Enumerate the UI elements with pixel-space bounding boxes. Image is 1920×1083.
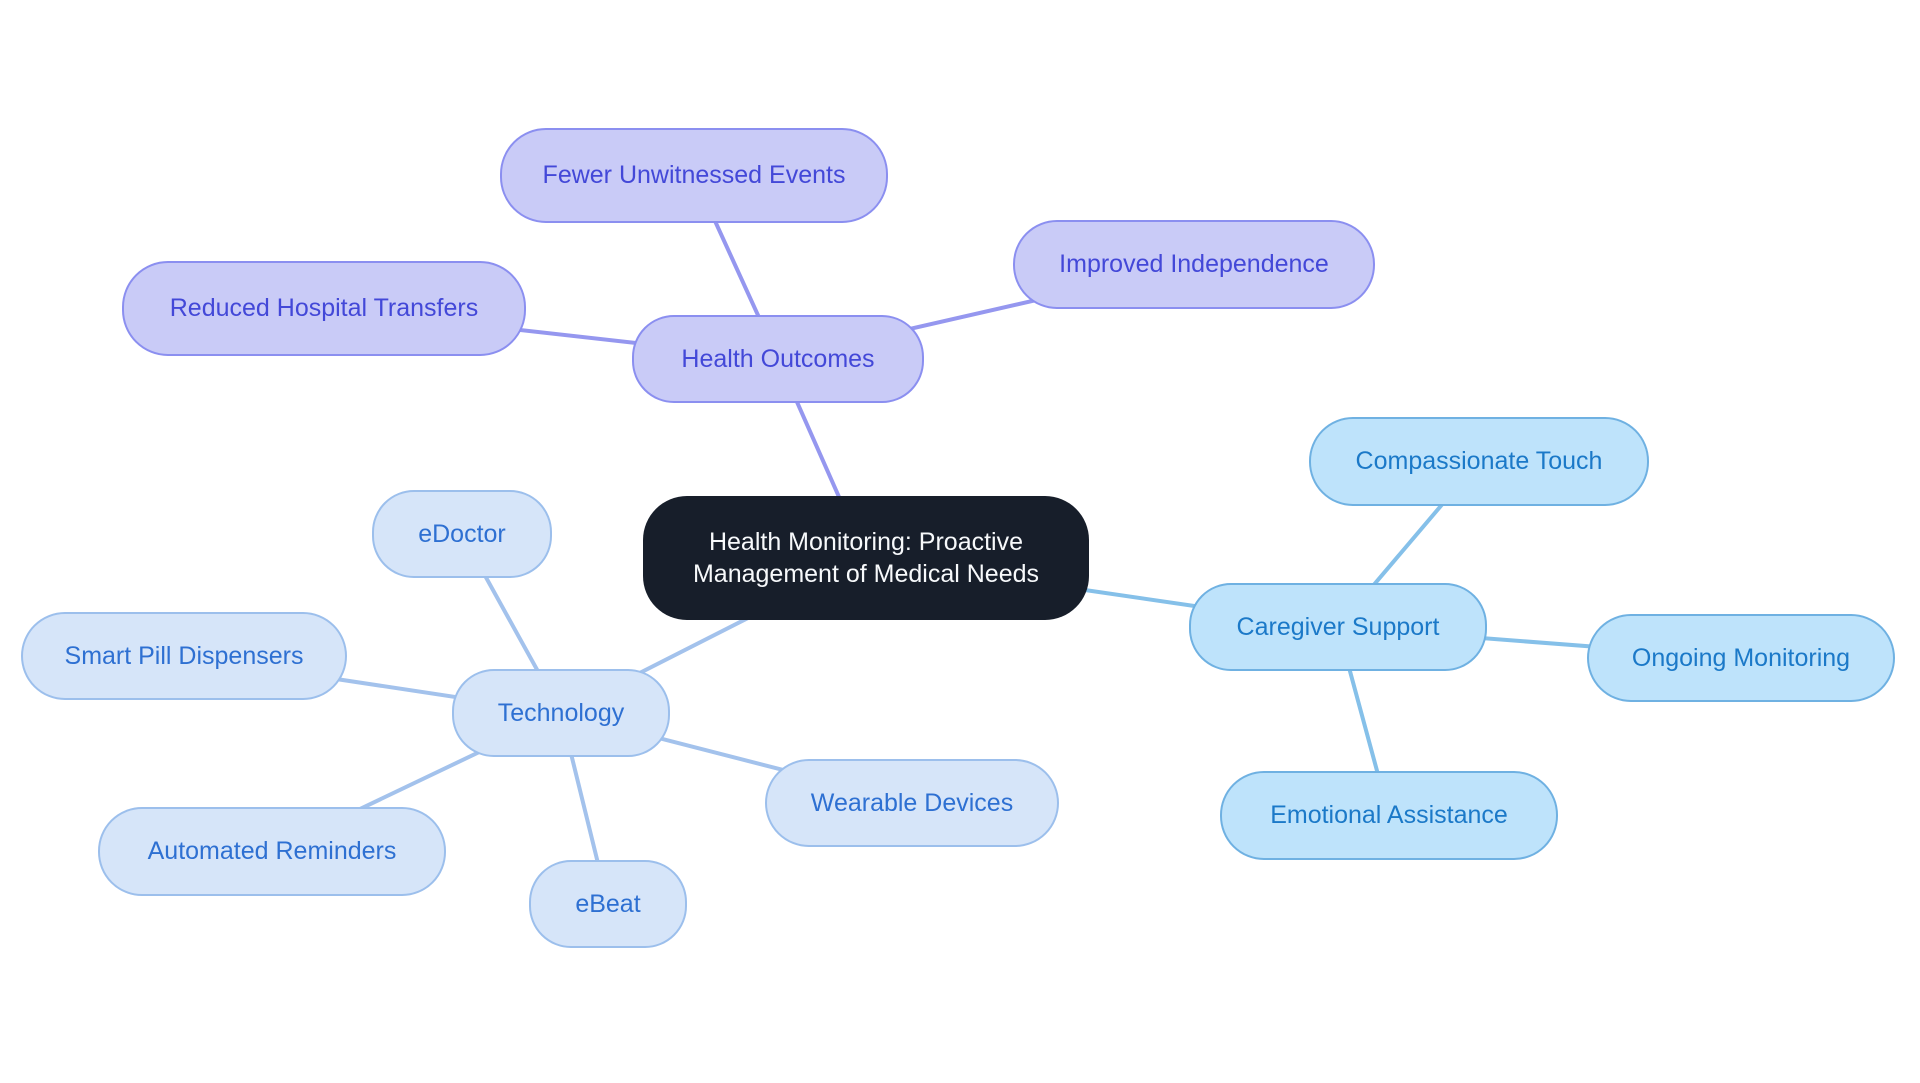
node-emotional-assistance[interactable]: Emotional Assistance bbox=[1220, 770, 1558, 860]
node-label: Emotional Assistance bbox=[1270, 801, 1508, 829]
node-fewer-unwitnessed-events[interactable]: Fewer Unwitnessed Events bbox=[500, 127, 888, 223]
node-label: Reduced Hospital Transfers bbox=[169, 294, 479, 322]
node-smart-pill-dispensers[interactable]: Smart Pill Dispensers bbox=[21, 612, 347, 700]
node-technology[interactable]: Technology bbox=[452, 669, 670, 757]
node-label: Health Outcomes bbox=[681, 345, 875, 373]
node-label: Fewer Unwitnessed Events bbox=[542, 161, 846, 189]
node-label: Smart Pill Dispensers bbox=[64, 642, 304, 670]
node-ongoing-monitoring[interactable]: Ongoing Monitoring bbox=[1587, 614, 1895, 702]
node-label: Technology bbox=[497, 699, 625, 727]
node-label: Wearable Devices bbox=[810, 789, 1014, 817]
node-label: Automated Reminders bbox=[147, 837, 397, 865]
node-label: Improved Independence bbox=[1059, 250, 1329, 278]
node-label: Ongoing Monitoring bbox=[1631, 644, 1851, 672]
node-central[interactable]: Health Monitoring: Proactive Management … bbox=[643, 496, 1089, 620]
node-label: Compassionate Touch bbox=[1355, 447, 1603, 475]
node-edoctor[interactable]: eDoctor bbox=[372, 490, 552, 578]
node-health-outcomes[interactable]: Health Outcomes bbox=[632, 315, 924, 403]
node-label: Caregiver Support bbox=[1236, 613, 1440, 641]
node-ebeat[interactable]: eBeat bbox=[529, 860, 687, 948]
node-label: Health Monitoring: Proactive Management … bbox=[692, 528, 1040, 588]
node-label: eBeat bbox=[575, 890, 641, 918]
node-automated-reminders[interactable]: Automated Reminders bbox=[98, 806, 446, 896]
node-label: eDoctor bbox=[418, 520, 506, 548]
node-reduced-hospital-transfers[interactable]: Reduced Hospital Transfers bbox=[122, 260, 526, 356]
node-wearable-devices[interactable]: Wearable Devices bbox=[765, 759, 1059, 847]
node-improved-independence[interactable]: Improved Independence bbox=[1013, 219, 1375, 309]
node-compassionate-touch[interactable]: Compassionate Touch bbox=[1309, 416, 1649, 506]
node-caregiver-support[interactable]: Caregiver Support bbox=[1189, 583, 1487, 671]
